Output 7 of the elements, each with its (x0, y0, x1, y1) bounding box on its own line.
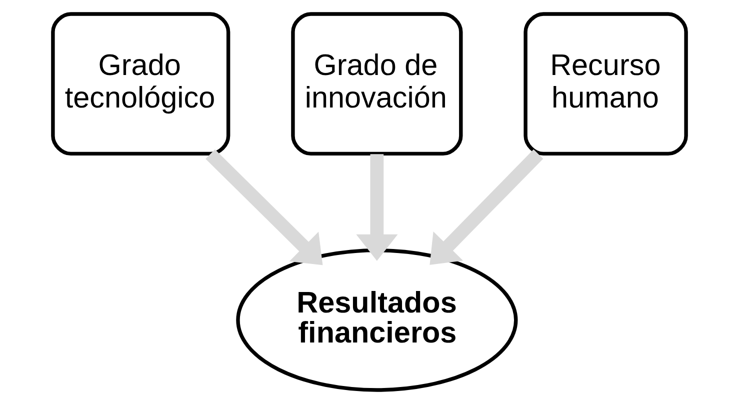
arrow (205, 149, 322, 266)
arrow (429, 149, 543, 265)
arrow (356, 154, 398, 261)
node-box: Grado tecnológico (50, 12, 230, 156)
node-ellipse: Resultados financieros (236, 248, 518, 392)
node-box: Grado de innovación (290, 12, 462, 156)
node-box: Recurso humano (523, 12, 688, 156)
